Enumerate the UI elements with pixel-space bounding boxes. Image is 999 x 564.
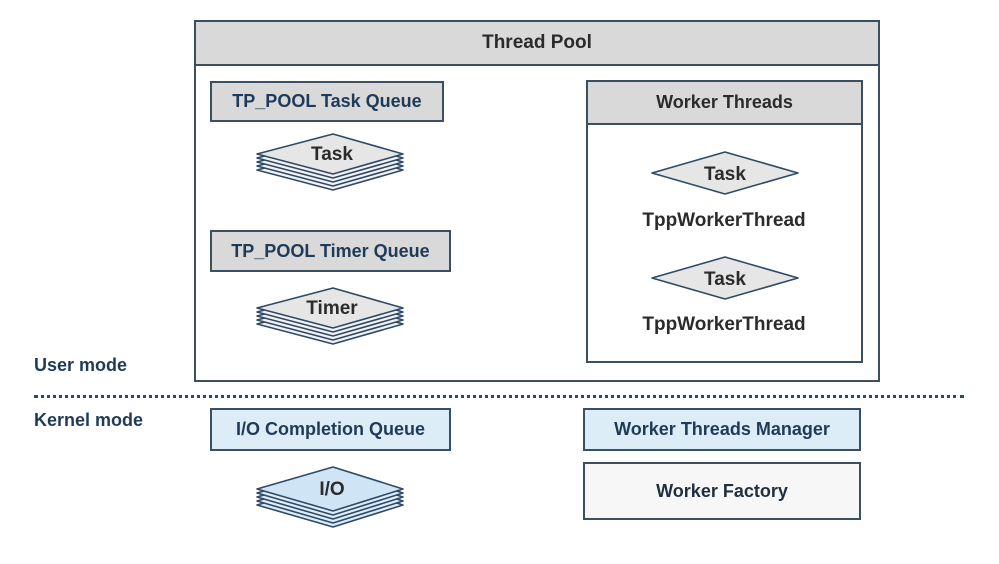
task-label: Task — [311, 144, 353, 165]
io-stack-icon: I/O — [256, 466, 404, 528]
worker-threads-container: Worker Threads — [586, 80, 863, 363]
timer-queue-box: TP_POOL Timer Queue — [210, 230, 451, 272]
worker-task-label-2: Task — [704, 269, 746, 290]
io-label: I/O — [319, 479, 344, 500]
worker-task-icon-1: Task — [651, 151, 799, 195]
worker-threads-manager-box: Worker Threads Manager — [583, 408, 861, 451]
worker-thread-name-2: TppWorkerThread — [642, 314, 806, 335]
task-stack-icon: Task — [256, 133, 404, 191]
mode-divider — [34, 395, 964, 398]
io-completion-queue-box: I/O Completion Queue — [210, 408, 451, 451]
worker-task-label-1: Task — [704, 164, 746, 185]
user-mode-label: User mode — [34, 355, 128, 375]
timer-stack-icon: Timer — [256, 287, 404, 345]
thread-pool-title: Thread Pool — [196, 22, 878, 66]
worker-factory-box: Worker Factory — [583, 462, 861, 520]
worker-threads-title: Worker Threads — [588, 82, 861, 125]
timer-label: Timer — [306, 298, 358, 319]
worker-thread-name-1: TppWorkerThread — [642, 210, 806, 231]
kernel-mode-label: Kernel mode — [34, 410, 144, 430]
task-queue-box: TP_POOL Task Queue — [210, 81, 444, 122]
worker-task-icon-2: Task — [651, 256, 799, 300]
